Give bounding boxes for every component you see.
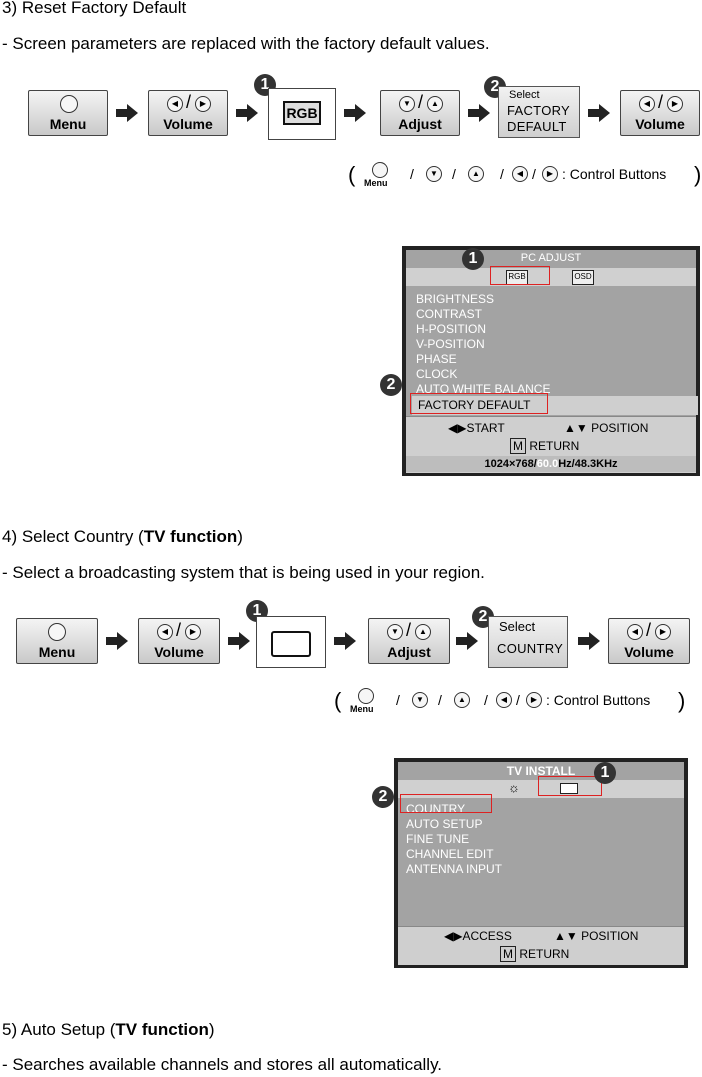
- right-triangle-icon: ▶: [526, 692, 542, 708]
- osd-title: PC ADJUST: [520, 252, 582, 264]
- tv-tab-icon: [560, 783, 578, 794]
- resolution-readout: 1024×768/60.0Hz/48.3KHz: [406, 456, 696, 472]
- factory-default-item: FACTORY DEFAULT: [412, 396, 698, 415]
- menu-item: AUTO WHITE BALANCE: [416, 382, 551, 396]
- volume-button-illustration: ◀ / ▶ Volume: [148, 90, 228, 136]
- menu-item: ANTENNA INPUT: [406, 862, 503, 876]
- left-triangle-icon: ◀: [639, 96, 655, 112]
- volume-button-illustration: ◀ / ▶ Volume: [620, 90, 700, 136]
- volume-label: Volume: [163, 116, 213, 132]
- up-down-arrows-icon: ▲▼: [564, 421, 592, 435]
- tv-install-osd-screen: TV INSTALL ☼ COUNTRY AUTO SETUP FINE TUN…: [372, 758, 688, 968]
- menu-item: PHASE: [416, 352, 457, 366]
- volume-button-illustration: ◀ / ▶ Volume: [138, 618, 220, 664]
- pc-adjust-osd-screen: PC ADJUST RGB OSD BRIGHTNESS CONTRAST H-…: [380, 246, 700, 476]
- right-triangle-icon: ▶: [195, 96, 211, 112]
- rgb-tab-illustration: RGB: [268, 88, 336, 140]
- highlight-factory-default: [410, 393, 548, 414]
- highlight-country: [400, 794, 492, 813]
- menu-item: AUTO SETUP: [406, 817, 483, 831]
- adjust-label: Adjust: [398, 116, 442, 132]
- menu-item: CLOCK: [416, 367, 458, 381]
- menu-button-illustration: Menu: [28, 90, 108, 136]
- tv-icon: [271, 631, 311, 657]
- section3-description: - Screen parameters are replaced with th…: [2, 34, 490, 53]
- right-triangle-icon: ▶: [667, 96, 683, 112]
- step-badge-2: 2: [380, 374, 402, 396]
- up-triangle-icon: ▲: [454, 692, 470, 708]
- osd-tab-bar: RGB OSD: [406, 268, 696, 286]
- up-triangle-icon: ▲: [427, 96, 443, 112]
- volume-button-illustration: ◀ / ▶ Volume: [608, 618, 690, 664]
- down-triangle-icon: ▼: [387, 624, 403, 640]
- up-down-arrows-icon: ▲▼: [554, 929, 582, 943]
- right-triangle-icon: ▶: [542, 166, 558, 182]
- up-triangle-icon: ▲: [415, 624, 431, 640]
- right-triangle-icon: ▶: [655, 624, 671, 640]
- rgb-icon: RGB: [283, 101, 321, 125]
- left-triangle-icon: ◀: [157, 624, 173, 640]
- menu-item: BRIGHTNESS: [416, 292, 495, 306]
- osd-tab-icon: OSD: [572, 270, 594, 285]
- menu-circle-icon: [60, 95, 78, 113]
- osd-footer: ◀▶ACCESS ▲▼ POSITION M RETURN: [398, 926, 684, 965]
- control-buttons-label: : Control Buttons: [562, 166, 667, 182]
- highlight-tv-tab: [538, 776, 602, 796]
- m-key-icon: M: [500, 946, 516, 962]
- osd-tab-bar: ☼: [398, 780, 684, 798]
- section3-heading: 3) Reset Factory Default: [2, 0, 187, 17]
- step-badge-1: 1: [462, 248, 484, 270]
- osd-menu-list: BRIGHTNESS CONTRAST H-POSITION V-POSITIO…: [416, 292, 550, 397]
- menu-item: FINE TUNE: [406, 832, 470, 846]
- left-triangle-icon: ◀: [512, 166, 528, 182]
- left-right-arrows-icon: ◀▶: [448, 421, 467, 435]
- select-factory-default-illustration: Select FACTORY DEFAULT: [498, 86, 580, 138]
- left-triangle-icon: ◀: [627, 624, 643, 640]
- sun-icon: ☼: [508, 780, 520, 795]
- section5-description: - Searches available channels and stores…: [2, 1055, 443, 1074]
- tv-tab-illustration: [256, 616, 326, 668]
- select-country-illustration: Select COUNTRY: [488, 616, 568, 668]
- menu-item: V-POSITION: [416, 337, 485, 351]
- osd-title: TV INSTALL: [506, 764, 576, 778]
- section4-heading: 4) Select Country (TV function): [2, 527, 243, 546]
- menu-item: CONTRAST: [416, 307, 482, 321]
- step-badge-1: 1: [594, 762, 616, 784]
- volume-label: Volume: [635, 116, 685, 132]
- left-right-arrows-icon: ◀▶: [444, 929, 463, 943]
- menu-label: Menu: [49, 116, 87, 132]
- left-triangle-icon: ◀: [167, 96, 183, 112]
- right-triangle-icon: ▶: [185, 624, 201, 640]
- menu-circle-icon: [48, 623, 66, 641]
- m-key-icon: M: [510, 438, 526, 454]
- highlight-rgb-tab: [490, 266, 550, 285]
- menu-circle-icon: [358, 688, 374, 704]
- menu-button-illustration: Menu: [16, 618, 98, 664]
- control-buttons-label: : Control Buttons: [546, 692, 651, 708]
- adjust-button-illustration: ▼ / ▲ Adjust: [380, 90, 460, 136]
- osd-menu-list: COUNTRY AUTO SETUP FINE TUNE CHANNEL EDI…: [406, 802, 502, 877]
- step-badge-2: 2: [372, 786, 394, 808]
- menu-circle-icon: [372, 162, 388, 178]
- select-label: Select: [509, 89, 540, 101]
- down-triangle-icon: ▼: [412, 692, 428, 708]
- section5-heading: 5) Auto Setup (TV function): [2, 1020, 215, 1039]
- menu-item: CHANNEL EDIT: [406, 847, 494, 861]
- adjust-button-illustration: ▼ / ▲ Adjust: [368, 618, 450, 664]
- down-triangle-icon: ▼: [426, 166, 442, 182]
- left-triangle-icon: ◀: [496, 692, 512, 708]
- menu-item: H-POSITION: [416, 322, 487, 336]
- down-triangle-icon: ▼: [399, 96, 415, 112]
- up-triangle-icon: ▲: [468, 166, 484, 182]
- section4-description: - Select a broadcasting system that is b…: [2, 563, 485, 582]
